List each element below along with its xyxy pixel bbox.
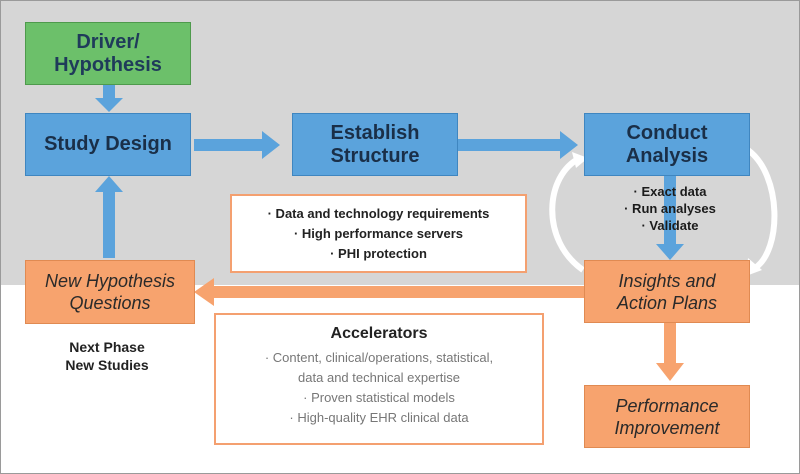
accelerators-box: Accelerators · Content, clinical/operati… [214, 313, 544, 445]
arrow-study-to-establish [194, 139, 264, 151]
establish-label: Establish Structure [330, 121, 420, 167]
analysis-steps: · Exact data · Run analyses · Validate [600, 183, 740, 234]
accelerator-item: · Proven statistical models [303, 390, 455, 405]
accelerator-item: data and technical expertise [298, 370, 460, 385]
performance-box: Performance Improvement [584, 385, 750, 448]
next-phase-line: Next Phase [69, 339, 145, 355]
requirements-box: · Data and technology requirements · Hig… [230, 194, 527, 273]
next-phase-label: Next Phase New Studies [32, 338, 182, 374]
establish-structure-box: Establish Structure [292, 113, 458, 176]
arrow-insights-to-performance [664, 321, 676, 365]
insights-label: Insights and Action Plans [616, 270, 718, 313]
cycle-arrow-right [746, 147, 778, 271]
driver-hypothesis-box: Driver/ Hypothesis [25, 22, 191, 85]
requirement-item: · Data and technology requirements [267, 205, 490, 221]
arrow-driver-to-study [103, 85, 115, 101]
analysis-step: · Exact data [633, 184, 707, 199]
insights-box: Insights and Action Plans [584, 260, 750, 323]
driver-label: Driver/ Hypothesis [54, 30, 162, 76]
requirement-item: · PHI protection [330, 245, 427, 261]
study-design-label: Study Design [44, 133, 172, 155]
arrow-newhyp-to-study [103, 188, 115, 258]
requirement-item: · High performance servers [293, 225, 464, 241]
performance-label: Performance Improvement [614, 395, 720, 438]
analysis-step: · Run analyses [624, 201, 716, 216]
conduct-label: Conduct Analysis [625, 121, 709, 167]
arrow-establish-to-conduct [457, 139, 562, 151]
cycle-arrow-left [549, 155, 585, 273]
analysis-step: · Validate [641, 218, 699, 233]
study-design-box: Study Design [25, 113, 191, 176]
new-hypothesis-label: New Hypothesis Questions [44, 271, 176, 313]
new-hypothesis-box: New Hypothesis Questions [25, 260, 195, 324]
accelerators-title: Accelerators [330, 325, 428, 342]
arrow-conduct-to-insights [664, 176, 676, 246]
next-phase-line: New Studies [65, 357, 149, 373]
conduct-analysis-box: Conduct Analysis [584, 113, 750, 176]
arrow-insights-to-newhyp [212, 286, 584, 298]
accelerator-item: · High-quality EHR clinical data [289, 410, 469, 425]
accelerator-item: · Content, clinical/operations, statisti… [264, 350, 494, 365]
